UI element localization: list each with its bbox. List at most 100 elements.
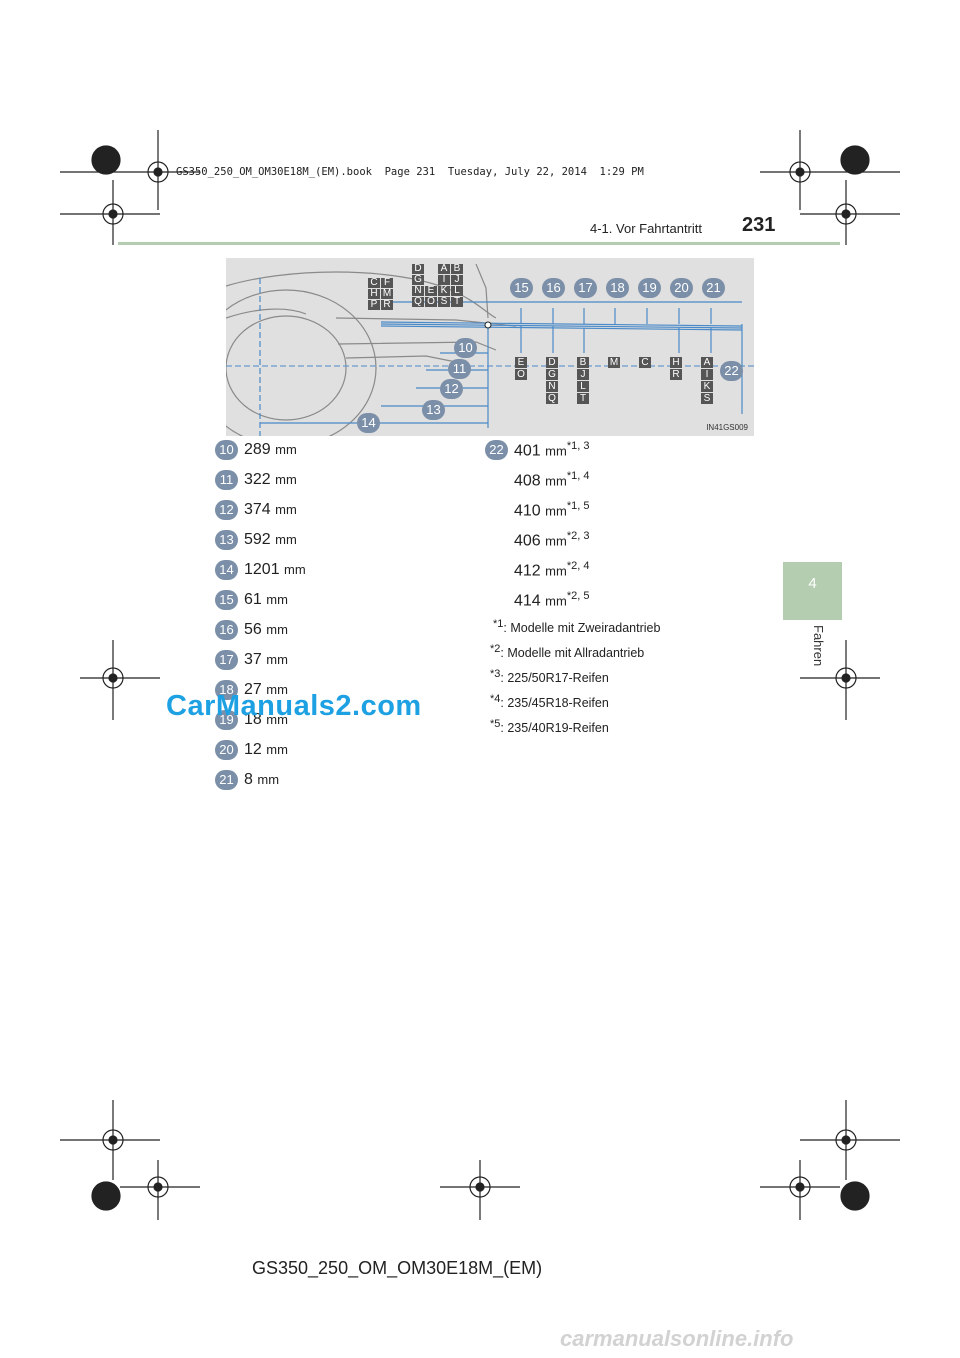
footnote: *2: Modelle mit Allradantrieb xyxy=(490,643,644,660)
letter-column: D G N Q xyxy=(546,357,558,404)
item-value: 37 mm xyxy=(244,651,288,669)
letter-box: L xyxy=(451,286,463,296)
list-item: 414 mm*2, 5 xyxy=(514,590,589,610)
item-number: 18 xyxy=(215,680,238,700)
letter-box: I xyxy=(701,369,713,380)
letter-box: C xyxy=(639,357,651,368)
callout-badge: 11 xyxy=(448,359,471,379)
letter-box: G xyxy=(412,275,424,285)
callout-badge: 12 xyxy=(440,379,463,399)
bottom-letter-group: E O D G N Q B J L T M C H R A I K S xyxy=(515,357,713,404)
letter-box: S xyxy=(438,297,450,307)
letter-box: T xyxy=(577,393,589,404)
footnote-ref: *1, 5 xyxy=(566,500,590,512)
letter-column: F M R xyxy=(381,278,393,310)
list-item: 13 592 mm xyxy=(215,530,297,550)
footnote-ref: *1, 4 xyxy=(566,470,590,482)
letter-box: O xyxy=(515,369,527,380)
item-value: 401 mm*1, 3 xyxy=(514,440,589,460)
letter-box: J xyxy=(451,275,463,285)
footnote-text: : 225/50R17-Reifen xyxy=(500,671,609,686)
footnote: *5: 235/40R19-Reifen xyxy=(490,718,609,735)
footnote-mark: *3 xyxy=(490,668,501,680)
letter-column: D G N Q xyxy=(412,264,424,307)
unit: mm xyxy=(545,473,567,489)
item-value: 27 mm xyxy=(244,681,288,699)
item-value: 410 mm*1, 5 xyxy=(514,500,589,520)
letter-box: B xyxy=(451,264,463,274)
list-item: 11 322 mm xyxy=(215,470,297,490)
value: 401 xyxy=(514,442,541,460)
item-value: 18 mm xyxy=(244,711,288,729)
value: 322 xyxy=(244,471,271,488)
letter-box: D xyxy=(546,357,558,368)
item-value: 592 mm xyxy=(244,531,297,549)
chapter-label: Fahren xyxy=(811,625,826,667)
letter-column: C H P xyxy=(368,278,380,310)
watermark: CarManuals2.com xyxy=(166,690,422,722)
footnote-ref: *2, 3 xyxy=(566,530,590,542)
letter-box: I xyxy=(438,275,450,285)
value: 56 xyxy=(244,621,262,638)
letter-box: H xyxy=(368,289,380,299)
letter-box: L xyxy=(577,381,589,392)
letter-column: A I K S xyxy=(701,357,713,404)
footnote-mark: *4 xyxy=(490,693,501,705)
unit: mm xyxy=(545,443,567,459)
footnote-text: : 235/45R18-Reifen xyxy=(500,696,609,711)
letter-box: E xyxy=(425,286,437,296)
letter-box: Q xyxy=(412,297,424,307)
list-item: 410 mm*1, 5 xyxy=(514,500,589,520)
callout-badge: 10 xyxy=(454,338,477,358)
unit: mm xyxy=(275,442,297,457)
item-number: 12 xyxy=(215,500,238,520)
letter-column: A I K S xyxy=(438,264,450,307)
callout-badge: 22 xyxy=(720,361,743,381)
list-item: 16 56 mm xyxy=(215,620,288,640)
letter-box: G xyxy=(546,369,558,380)
list-item: 15 61 mm xyxy=(215,590,288,610)
letter-box: D xyxy=(412,264,424,274)
item-number: 20 xyxy=(215,740,238,760)
list-item: 10 289 mm xyxy=(215,440,297,460)
value: 406 xyxy=(514,532,541,550)
item-value: 1201 mm xyxy=(244,561,306,579)
letter-box: K xyxy=(438,286,450,296)
top-letter-group-2: D G N Q E O A I K S B J L T xyxy=(412,264,463,307)
bottom-watermark: carmanualsonline.info xyxy=(560,1326,794,1351)
letter-column: E O xyxy=(425,286,437,307)
item-value: 412 mm*2, 4 xyxy=(514,560,589,580)
unit: mm xyxy=(545,563,567,579)
item-number: 22 xyxy=(485,440,508,461)
unit: mm xyxy=(257,772,280,787)
callout-badge: 21 xyxy=(702,278,725,298)
unit: mm xyxy=(266,622,288,637)
callout-badge: 14 xyxy=(357,413,380,433)
callout-badge: 16 xyxy=(542,278,565,298)
page-number: 231 xyxy=(742,214,776,236)
letter-box: E xyxy=(515,357,527,368)
list-item: 20 12 mm xyxy=(215,740,288,760)
footnote-ref: *2, 4 xyxy=(566,560,590,572)
item-value: 8 mm xyxy=(244,771,279,789)
letter-box: M xyxy=(608,357,620,368)
letter-box: H xyxy=(670,357,682,368)
chapter-tab xyxy=(783,562,842,620)
item-number: 16 xyxy=(215,620,238,640)
letter-column: B J L T xyxy=(577,357,589,404)
value: 27 xyxy=(244,681,262,698)
letter-column: H R xyxy=(670,357,682,380)
letter-box: F xyxy=(381,278,393,288)
footnote-mark: *1 xyxy=(493,618,504,630)
list-item: 412 mm*2, 4 xyxy=(514,560,589,580)
diagram-code: IN41GS009 xyxy=(706,423,748,432)
vehicle-outline xyxy=(226,263,754,436)
letter-box: P xyxy=(368,300,380,310)
unit: mm xyxy=(266,592,288,607)
item-number: 15 xyxy=(215,590,238,610)
footnote-mark: *5 xyxy=(490,718,501,730)
callout-badge: 13 xyxy=(422,400,445,420)
footnote-mark: *2 xyxy=(490,643,501,655)
value: 410 xyxy=(514,502,541,520)
top-callouts: 15 16 17 18 19 20 21 xyxy=(510,278,725,298)
